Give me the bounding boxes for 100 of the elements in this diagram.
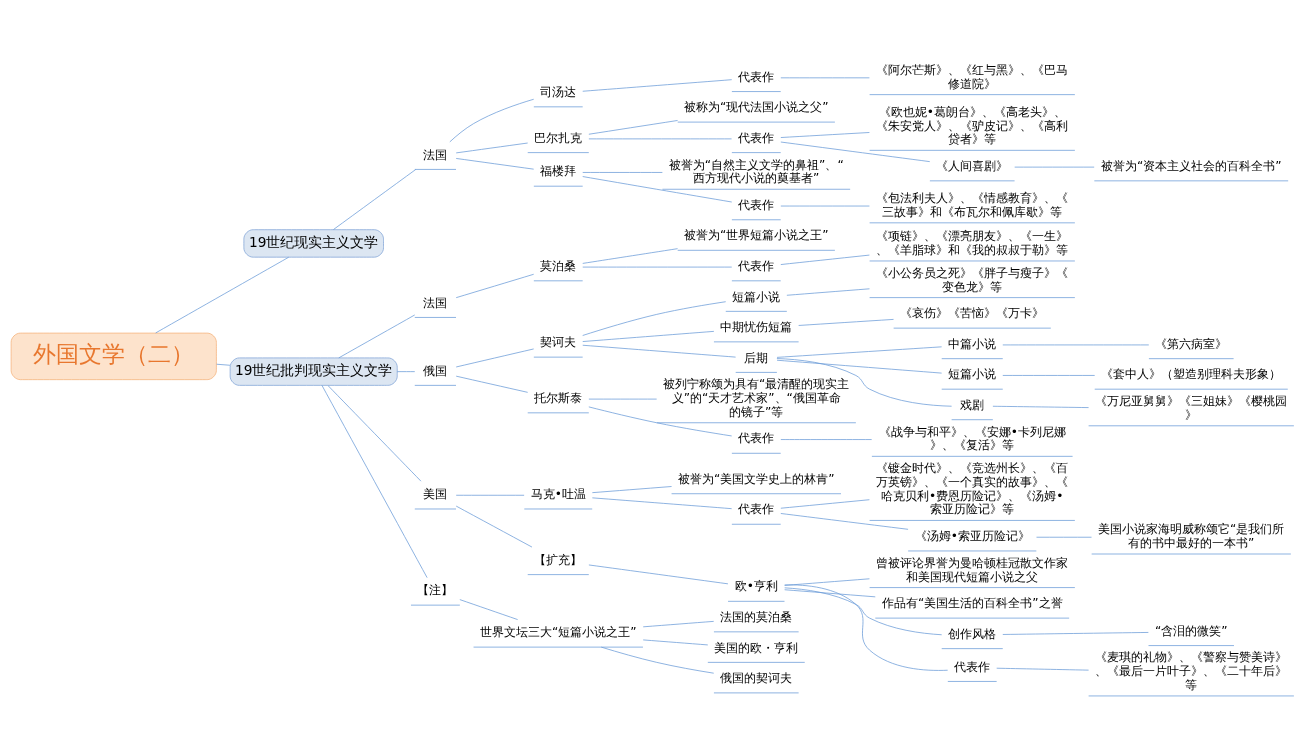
connector xyxy=(1014,166,1095,167)
node-text: 法国的莫泊桑 xyxy=(720,609,793,624)
node-text: 美国的欧・亨利 xyxy=(714,640,799,655)
connector xyxy=(780,205,870,206)
connector xyxy=(582,266,733,267)
connector xyxy=(776,359,942,373)
connector xyxy=(155,256,290,333)
connector xyxy=(780,254,870,265)
node-text: 中篇小说 xyxy=(948,336,997,351)
connector xyxy=(780,76,870,78)
node-text: 《镀金时代》、《竞选州长》、《百万英镑》、《一个真实的故事》、《哈克贝利•费恩历险记》、《汤姆•索亚历险记》等 xyxy=(876,460,1069,516)
node-text: 被誉为“资本主义社会的百科全书” xyxy=(1100,158,1282,173)
node-text: 中期忧伤短篇 xyxy=(720,319,793,334)
connector xyxy=(327,384,422,482)
node-text: 《套中人》（塑造别理科夫形象） xyxy=(1101,366,1282,381)
connector xyxy=(455,157,535,170)
connector xyxy=(582,330,715,342)
node-box: 19世纪批判现实主义文学 xyxy=(229,357,398,386)
connector xyxy=(784,584,949,671)
node-text: 巴尔扎克 xyxy=(534,130,583,145)
node-text: 美国 xyxy=(423,486,448,501)
connector xyxy=(582,175,733,202)
node-text: 《万尼亚舅舅》《三姐妹》《樱桃园》 xyxy=(1095,393,1288,422)
node-text: 代表作 xyxy=(738,501,775,516)
node-text: 法国 xyxy=(423,295,448,310)
node-box: 19世纪现实主义文学 xyxy=(243,228,384,258)
connector xyxy=(582,300,727,336)
node-text: 【扩充】 xyxy=(534,552,583,567)
connector xyxy=(216,363,231,366)
node-text: 曾被评论界誉为曼哈顿桂冠散文作家和美国现代短篇小说之父 xyxy=(876,555,1069,584)
node-text: 创作风格 xyxy=(948,626,997,641)
node-text: 作品有“美国生活的百科全书”之誉 xyxy=(881,595,1063,610)
node-text: 《欧也妮•葛朗台》、《高老头》、《朱安党人》、《驴皮记》、《高利贷者》等 xyxy=(876,104,1069,146)
node-text: 世界文坛三大“短篇小说之王” xyxy=(479,624,637,639)
connector xyxy=(780,438,873,440)
connector xyxy=(455,348,535,367)
node-text: 《小公务员之死》《胖子与瘦子》《变色龙》等 xyxy=(876,265,1069,294)
connector xyxy=(582,78,733,92)
node-text: 美国小说家海明威称颂它“是我们所有的书中最好的一本书” xyxy=(1098,521,1285,550)
connector xyxy=(776,357,952,407)
connector xyxy=(582,344,736,357)
connector xyxy=(449,98,535,142)
node-text: 《项链》、《漂亮朋友》、《一生》、《羊脂球》和《我的叔叔于勒》等 xyxy=(876,228,1069,257)
connector xyxy=(591,485,672,493)
connector xyxy=(588,138,732,139)
node-text: 被誉为“自然主义文学的鼻祖”、“西方现代小说的奠基者” xyxy=(668,157,844,185)
node-box: 外国文学（二） xyxy=(10,332,217,380)
connector xyxy=(459,598,518,620)
node-text: 俄国的契诃夫 xyxy=(720,670,793,685)
node-text: 托尔斯泰 xyxy=(534,390,583,405)
connector xyxy=(455,142,529,153)
connector xyxy=(1036,536,1092,538)
connector xyxy=(396,370,416,372)
connector xyxy=(780,512,909,530)
connector xyxy=(588,398,657,399)
node-text: 代表作 xyxy=(738,430,775,445)
node-text: 《包法利夫人》、《情感教育》、《三故事》和《布瓦尔和佩库歇》等 xyxy=(876,190,1069,219)
node-text: 被列宁称颂为具有“最清醒的现实主义”的“天才艺术家”、“俄国革命的镜子”等 xyxy=(663,376,850,419)
node-text: “含泪的微笑” xyxy=(1154,623,1228,638)
node-text: 短篇小说 xyxy=(948,366,997,381)
node-text: 被誉为“美国文学史上的林肯” xyxy=(677,471,835,486)
connector xyxy=(338,314,416,358)
connector xyxy=(588,564,729,584)
connector xyxy=(321,384,428,578)
node-text: 代表作 xyxy=(738,130,775,145)
node-text: 法国 xyxy=(423,147,448,162)
node-text: 被誉为“世界短篇小说之王” xyxy=(683,227,829,242)
node-text: 《阿尔芒斯》、《红与黑》、《巴马修道院》 xyxy=(876,62,1069,91)
connector xyxy=(780,498,870,509)
connector xyxy=(784,586,943,635)
connector xyxy=(642,639,709,645)
connector xyxy=(1002,631,1149,635)
node-text: 福楼拜 xyxy=(540,163,577,178)
connector xyxy=(582,171,663,173)
connector xyxy=(333,168,417,230)
node-text: 《汤姆•索亚历险记》 xyxy=(914,528,1030,543)
connector xyxy=(784,588,876,597)
connector xyxy=(780,131,870,138)
node-text: 俄国 xyxy=(423,363,448,378)
node-text: 后期 xyxy=(744,350,769,365)
node-text: 契诃夫 xyxy=(540,334,577,349)
connector xyxy=(582,247,678,264)
connector xyxy=(780,141,931,162)
connector xyxy=(591,496,732,509)
connector xyxy=(455,505,533,547)
node-text: 代表作 xyxy=(738,258,775,273)
node-text: 莫泊桑 xyxy=(540,258,577,273)
node-text: 被称为“现代法国小说之父” xyxy=(683,99,829,114)
connector xyxy=(600,646,715,674)
node-text: 代表作 xyxy=(738,69,775,84)
node-text: 短篇小说 xyxy=(732,289,781,304)
connector xyxy=(455,273,535,298)
node-text: 代表作 xyxy=(738,197,775,212)
connector xyxy=(1002,374,1096,376)
connector xyxy=(776,345,942,358)
node-text: 《战争与和平》、《安娜•卡列尼娜》、《复活》等 xyxy=(878,424,1066,452)
connector xyxy=(996,667,1089,671)
connector xyxy=(642,620,715,627)
connector xyxy=(786,287,870,296)
node-text: 马克•吐温 xyxy=(530,486,586,501)
